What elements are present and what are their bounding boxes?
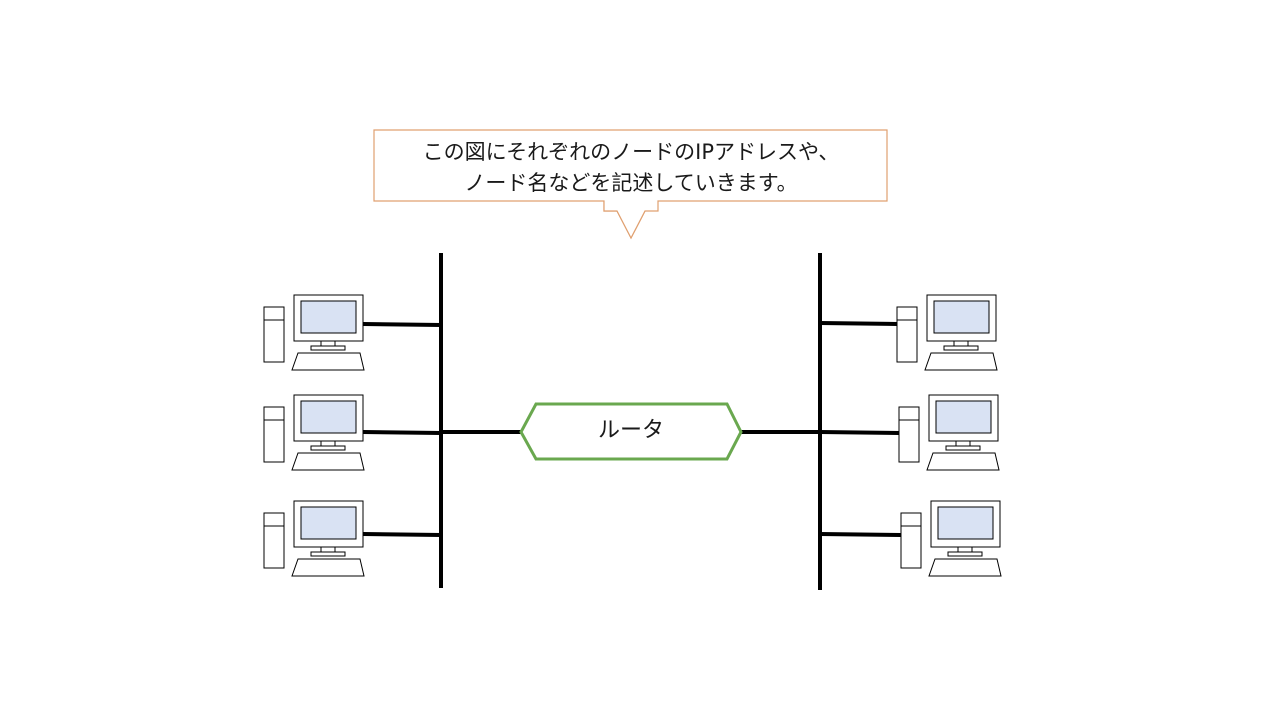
right-computer-2 — [898, 394, 1000, 471]
left-node-3-link — [362, 532, 442, 537]
left-node-1-link — [362, 322, 442, 327]
left-computer-1 — [263, 294, 365, 371]
callout-text: この図にそれぞれのノードのIPアドレスや、 ノード名などを記述していきます。 — [376, 137, 886, 199]
right-computer-1 — [896, 294, 998, 371]
router-shape — [519, 402, 743, 461]
right-node-1-link — [819, 321, 898, 326]
left-node-2-link — [362, 430, 442, 435]
right-node-2-link — [819, 430, 900, 435]
left-computer-3 — [263, 500, 365, 577]
right-computer-3 — [900, 500, 1002, 577]
callout-line-2: ノード名などを記述していきます。 — [464, 171, 798, 195]
left-computer-2 — [263, 394, 365, 471]
router-label: ルータ — [597, 418, 664, 443]
callout-line-1: この図にそれぞれのノードのIPアドレスや、 — [422, 140, 840, 164]
right-node-3-link — [819, 532, 902, 537]
